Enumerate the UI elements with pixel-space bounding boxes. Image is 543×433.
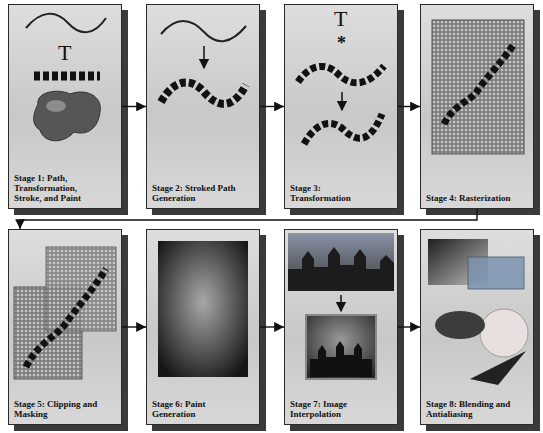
flow-arrow	[398, 106, 420, 107]
panel-art	[8, 4, 128, 215]
panel-fill	[8, 229, 122, 425]
stage-label: Stage 2: Stroked Path Generation	[152, 183, 238, 203]
stage-panel: Stage 1: Path, Transformation, Stroke, a…	[8, 4, 122, 209]
down-arrow	[203, 46, 205, 68]
transformed-path	[304, 114, 382, 144]
stage-panel: Stage 8: Blending and Antialiasing	[420, 229, 534, 425]
stage-label: Stage 6: Paint Generation	[152, 399, 238, 419]
stroked-path	[161, 82, 246, 104]
panel-art	[146, 4, 266, 215]
panel-fill	[146, 4, 260, 209]
panel-fill	[420, 229, 534, 425]
flow-arrow	[20, 209, 477, 229]
stage-panel: Stage 6: Paint Generation	[146, 229, 260, 425]
blended-circle	[480, 309, 528, 357]
stage-panel: Stage 5: Clipping and Masking	[8, 229, 122, 425]
panel-fill	[284, 229, 398, 425]
symbol-label: T	[58, 42, 71, 64]
stage-panel: Stage 2: Stroked Path Generation	[146, 4, 260, 209]
flow-arrow	[260, 106, 284, 107]
stage-label: Stage 7: Image Interpolation	[290, 399, 376, 419]
panel-fill	[284, 4, 398, 209]
panel-art	[420, 229, 540, 431]
flow-arrow	[122, 106, 146, 107]
flow-arrow	[398, 326, 420, 327]
panel-art	[284, 4, 404, 215]
symbol-label: T	[334, 8, 347, 30]
panel-fill	[146, 229, 260, 425]
stage-label: Stage 3: Transformation	[290, 183, 376, 203]
rasterized-path	[444, 44, 514, 124]
blended-ellipse	[435, 311, 485, 339]
paint-gradient	[158, 241, 248, 377]
flow-arrow	[260, 326, 284, 327]
source-photo	[288, 233, 394, 291]
blended-rect	[468, 257, 524, 289]
stroke-sample	[34, 72, 100, 81]
stage-label: Stage 5: Clipping and Masking	[14, 399, 100, 419]
pixel-grid	[432, 20, 524, 154]
clipped-path	[26, 269, 106, 367]
panel-art	[8, 229, 128, 431]
panel-art	[420, 4, 540, 215]
paint-blob	[34, 91, 101, 141]
paint-highlight	[46, 100, 66, 112]
symbol-label: *	[337, 34, 346, 52]
down-arrow	[340, 295, 342, 311]
stage-panel: Stage 4: Rasterization	[420, 4, 534, 209]
panel-art	[146, 229, 266, 431]
stage-label: Stage 4: Rasterization	[426, 193, 512, 203]
path-curve	[161, 21, 246, 41]
building-silhouette	[288, 247, 394, 291]
stage-panel: Stage 7: Image Interpolation	[284, 229, 398, 425]
stage-label: Stage 8: Blending and Antialiasing	[426, 399, 512, 419]
antialiased-triangle	[470, 351, 526, 385]
down-arrow	[341, 92, 343, 110]
panel-fill	[8, 4, 122, 209]
interpolated-image	[306, 315, 376, 379]
panel-fill	[420, 4, 534, 209]
stage-label: Stage 1: Path, Transformation, Stroke, a…	[14, 173, 100, 203]
flow-arrow	[122, 326, 146, 327]
path-curve	[26, 14, 106, 32]
building-silhouette	[310, 341, 372, 377]
panel-art	[284, 229, 404, 431]
stroked-path	[298, 66, 384, 83]
clip-grid	[46, 247, 116, 331]
